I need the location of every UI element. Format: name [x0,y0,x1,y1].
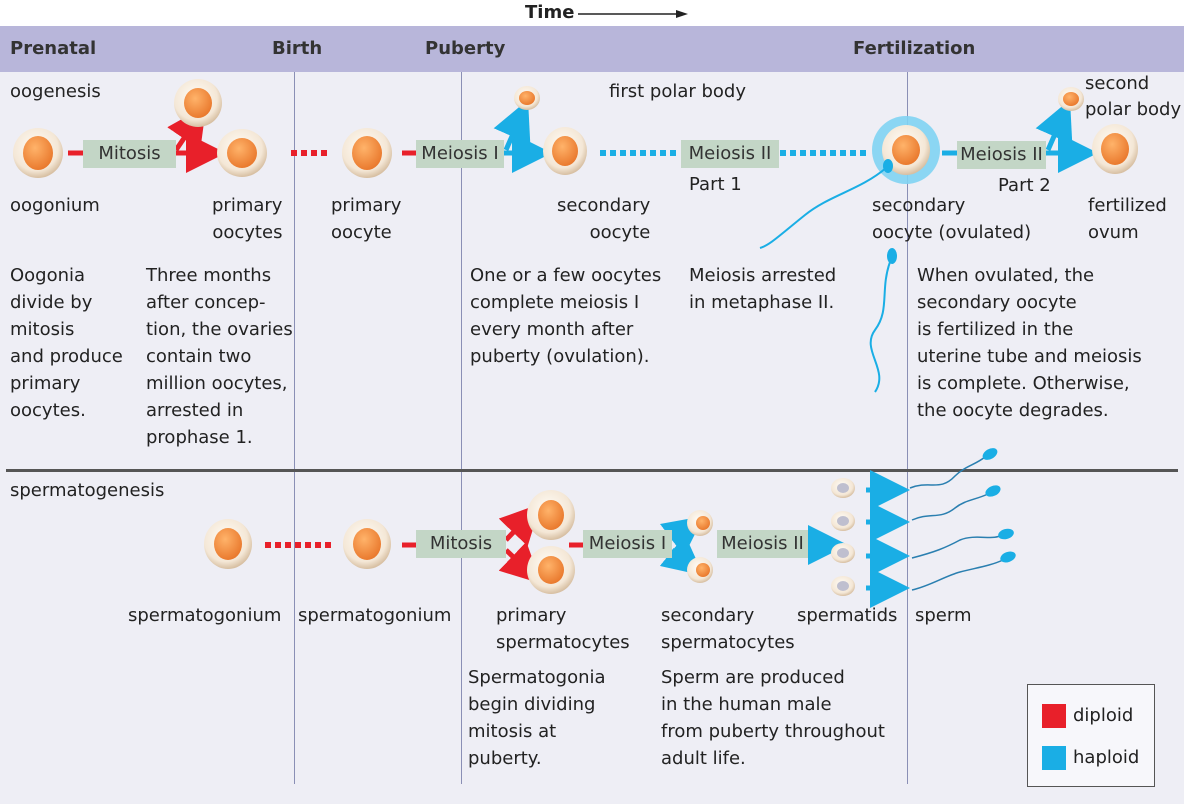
birth-divider [294,72,295,784]
sp-note-1: Spermatogonia begin dividing mitosis at … [468,667,606,769]
oogenesis-title: oogenesis [10,81,101,102]
second-polar-body-label: second polar body [1085,73,1182,120]
primary-oocytes-label: primary oocytes [212,195,283,243]
diploid-label: diploid [1073,705,1134,726]
primary-spermatocytes-label: primary spermatocytes [496,605,630,653]
primary-spermatocyte-bottom-cell [527,546,575,594]
ovulated-oocyte-cell [872,116,940,184]
secondary-spermatocytes-label: secondary spermatocytes [661,605,795,653]
spermatogenesis-title: spermatogenesis [10,480,165,501]
oogonium-label: oogonium [10,195,100,216]
primary-oocyte-cell [217,129,267,177]
primary-oocyte-puberty-cell [342,128,392,178]
oog-note-3: One or a few oocytes complete meiosis I … [470,265,662,367]
legend: diploid haploid [1027,684,1155,787]
spermatogonium-label-2: spermatogonium [298,605,452,626]
stage-fertilization: Fertilization [853,38,976,59]
oog-note-4: Meiosis arrested in metaphase II. [689,265,837,313]
oog-meiosis1-box: Meiosis I [416,140,504,168]
diploid-swatch [1042,704,1066,728]
primary-oocyte-label: primary oocyte [331,195,402,243]
sp-mitosis-up-arrow [498,503,541,547]
fertilization-divider [907,72,908,784]
fertilized-ovum-label: fertilized ovum [1088,195,1167,243]
haploid-swatch [1042,746,1066,770]
oog-note-2: Three months after concep- tion, the ova… [146,265,293,448]
first-polar-body-cell [514,86,540,110]
part1-label: Part 1 [689,174,742,195]
spermatids-cells [831,478,855,596]
secondary-spermatocyte-top-cell [687,510,713,536]
primary-oocyte-top-cell [174,79,222,127]
oogonium-cell [13,128,63,178]
stage-bar [0,26,1184,72]
sp-meiosis2-box: Meiosis II [717,530,808,558]
haploid-label: haploid [1073,747,1140,768]
stage-puberty: Puberty [425,38,506,59]
second-polar-body-cell [1058,87,1084,111]
oog-mitosis-box: Mitosis [83,140,176,168]
secondary-oocyte-cell [543,127,587,175]
oog-mitosis-up-arrow [167,105,207,152]
sperm-cells [909,448,1016,591]
fertilized-ovum-cell [1092,124,1138,174]
oog-meiosis2-part2-box: Meiosis II [957,141,1046,169]
puberty-divider [461,72,462,784]
first-polar-body-label: first polar body [609,81,747,102]
sperm-tail-oog [759,167,887,249]
secondary-spermatocyte-bottom-cell [687,557,713,583]
section-separator [6,469,1178,472]
sp-meiosis1-up-arrow [660,516,704,556]
primary-spermatocyte-top-cell [527,490,575,540]
sperm-label: sperm [915,605,972,626]
time-arrow [578,10,688,18]
secondary-oocyte-label: secondary oocyte [557,195,651,243]
secondary-oocyte-ovulated-label: secondary oocyte (ovulated) [872,195,1032,243]
stage-birth: Birth [272,38,323,59]
spermatids-label: spermatids [797,605,898,626]
oog-note-1: Oogonia divide by mitosis and produce pr… [10,265,123,421]
time-header [0,0,1184,26]
spermatogonium-cell-2 [343,519,391,569]
sperm-tail-oog-2 [869,261,891,393]
stage-prenatal: Prenatal [10,38,97,59]
oog-meiosis2-part1-box: Meiosis II [681,140,779,168]
sp-note-2: Sperm are produced in the human male fro… [661,667,885,769]
spermatogonium-cell-1 [204,519,252,569]
oog-polar-arrow-1 [493,99,531,152]
sp-mitosis-down-arrow [498,541,542,584]
oog-polar-arrow-2 [1035,99,1073,152]
sp-mitosis-box: Mitosis [416,530,506,558]
spermatogonium-label-1: spermatogonium [128,605,282,626]
part2-label: Part 2 [998,175,1051,196]
time-label: Time [525,2,575,23]
sp-meiosis1-down-arrow [659,534,704,576]
sp-meiosis1-box: Meiosis I [583,530,672,558]
oog-note-5: When ovulated, the secondary oocyte is f… [917,265,1142,421]
